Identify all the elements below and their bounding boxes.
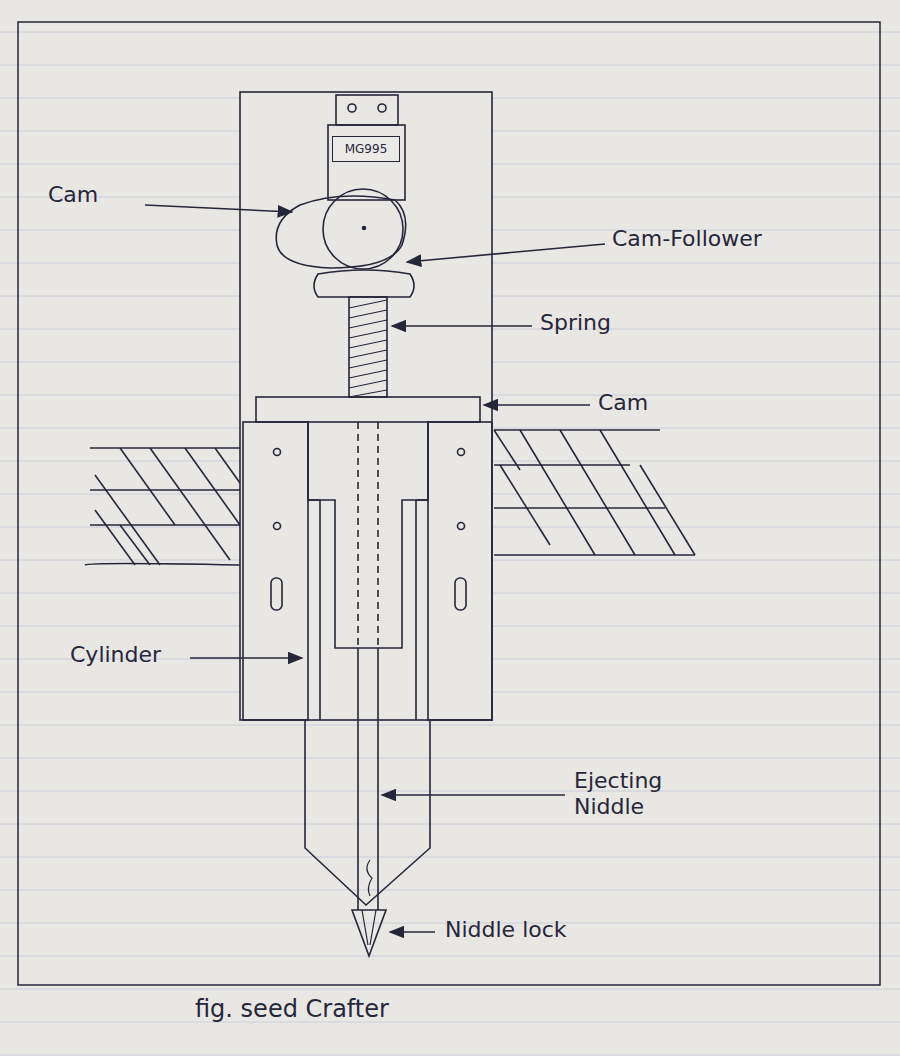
ground-left — [85, 448, 240, 565]
part-label: Niddle lock — [445, 917, 567, 943]
leader-lines — [145, 205, 605, 932]
mounting-plate — [240, 92, 492, 720]
part-label: Cam — [48, 182, 98, 208]
cap-plate — [256, 397, 480, 422]
side-block-left — [243, 422, 308, 720]
needle-lock — [352, 910, 386, 956]
needle — [357, 648, 359, 910]
page-border — [18, 22, 880, 985]
spring — [349, 297, 387, 397]
part-label: Cylinder — [70, 642, 161, 668]
part-label: Spring — [540, 310, 611, 336]
mechanism — [85, 92, 695, 956]
side-block-right — [428, 422, 492, 720]
cam-disc — [323, 189, 403, 269]
ground-right — [494, 430, 695, 555]
cam — [276, 196, 405, 268]
part-label: Cam — [598, 390, 648, 416]
cam-follower — [314, 270, 414, 297]
model-plate: MG995 — [332, 136, 400, 162]
figure-caption: fig. seed Crafter — [195, 995, 389, 1024]
piston — [308, 422, 428, 648]
cylinder — [305, 720, 430, 905]
part-label: Cam-Follower — [612, 226, 762, 252]
part-label: Ejecting Niddle — [574, 768, 694, 821]
model-text: MG995 — [345, 142, 388, 156]
servo-tab — [336, 95, 398, 125]
